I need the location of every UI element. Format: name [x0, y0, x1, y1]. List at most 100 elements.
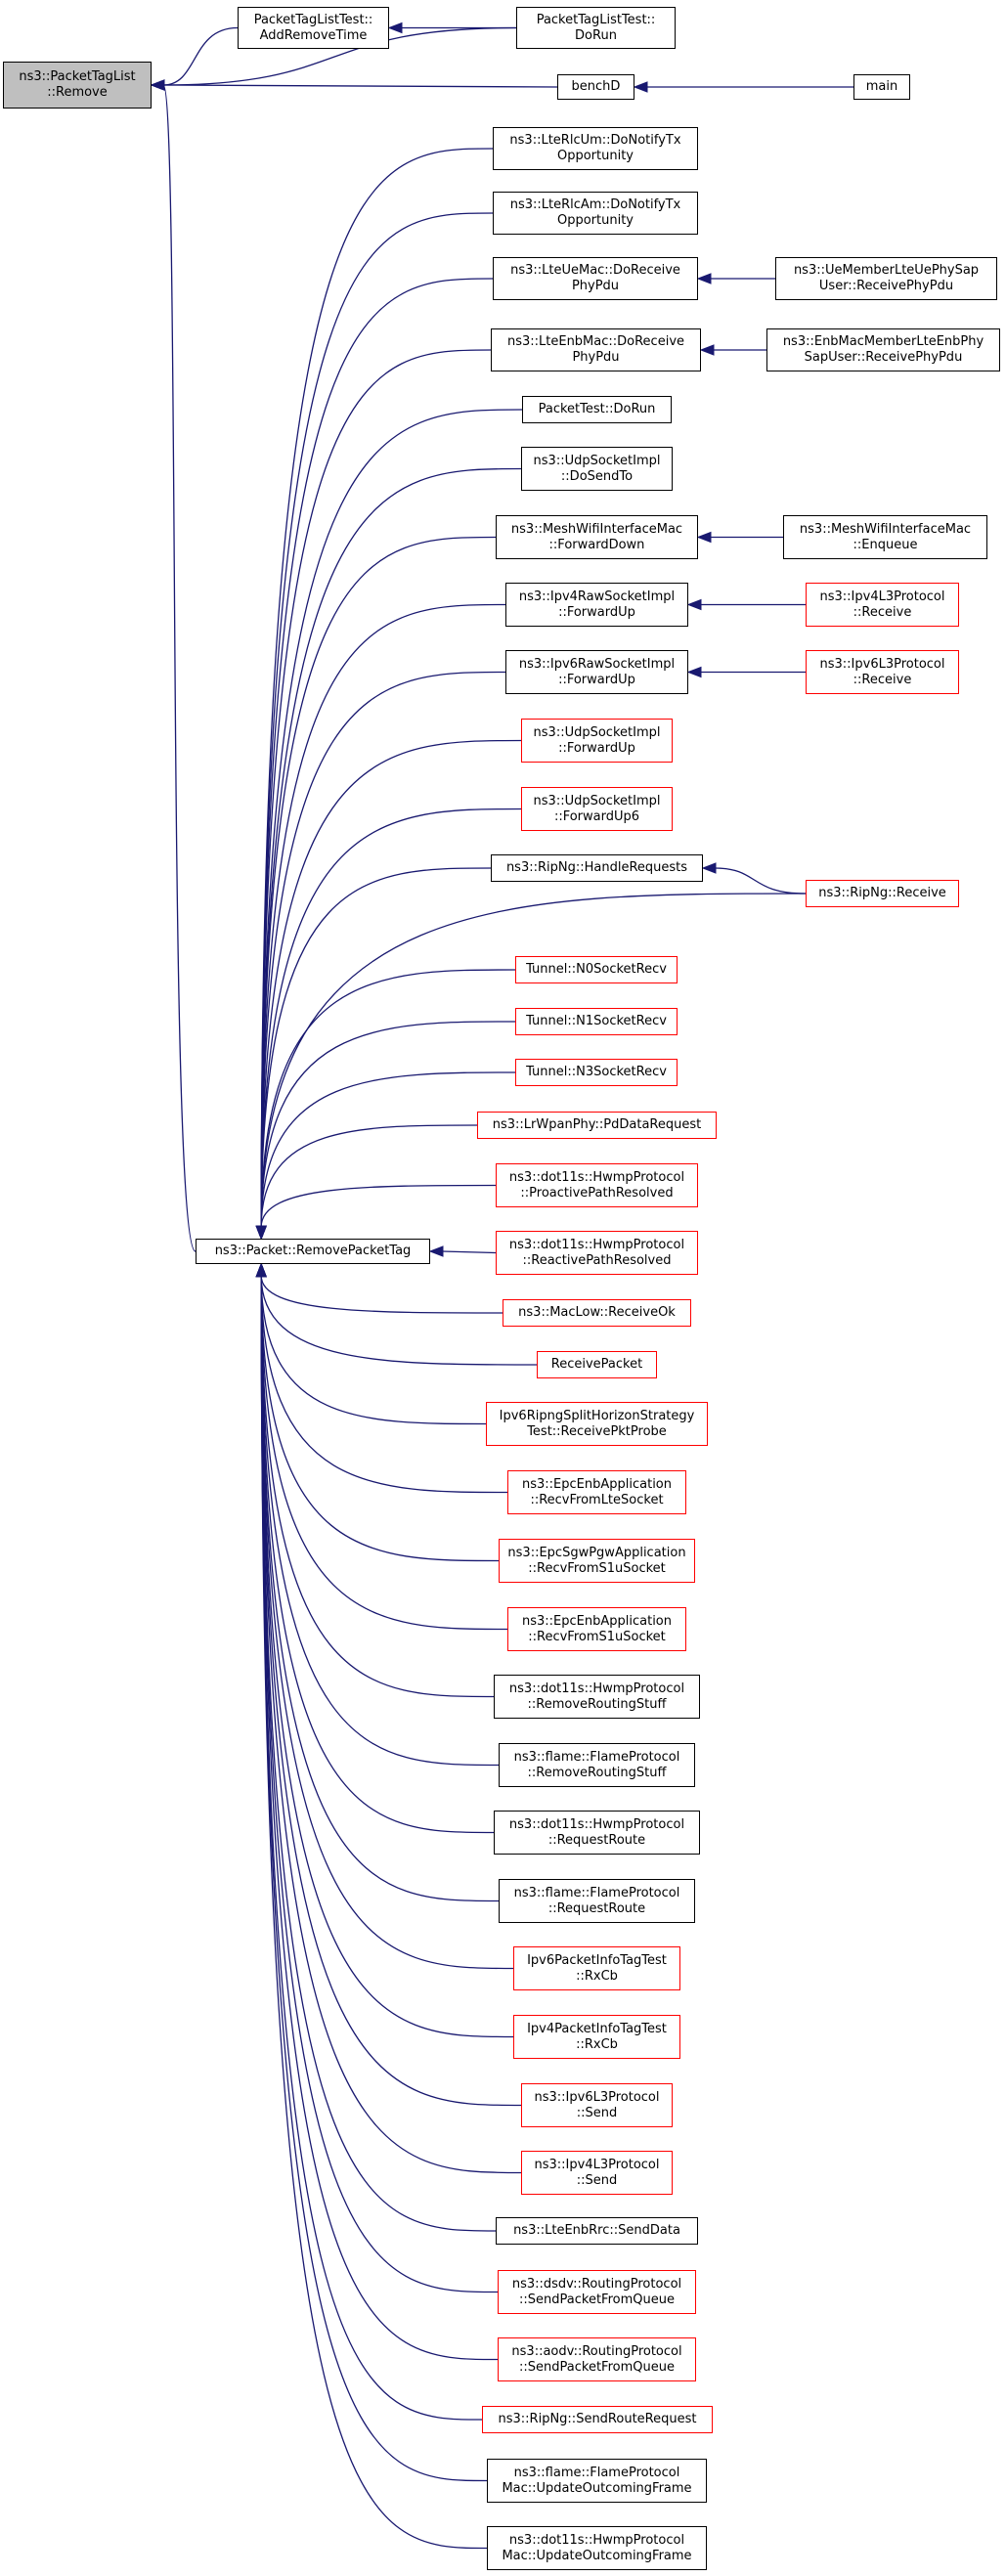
arrowhead-hwmpProactive-to-removePacketTag: [255, 1225, 267, 1241]
edge-ipv6RawFwd-to-removePacketTag: [260, 671, 506, 1228]
edge-enbRrc-to-removePacketTag: [260, 1275, 497, 2232]
node-aodv[interactable]: ns3::aodv::RoutingProtocol ::SendPacketF…: [498, 2337, 696, 2381]
edge-hwmpMac-to-removePacketTag: [260, 1275, 488, 2550]
node-ue-member[interactable]: ns3::UeMemberLteUePhySap User::ReceivePh…: [775, 257, 997, 300]
edge-removePacketTag-to-root: [162, 84, 197, 1252]
node-ripng-split[interactable]: Ipv6RipngSplitHorizonStrategy Test::Rece…: [486, 1402, 708, 1446]
edge-flameRequest-to-removePacketTag: [260, 1275, 500, 1902]
edge-epcEnbS1u-to-removePacketTag: [260, 1275, 508, 1631]
edge-enbMacRecv-to-removePacketTag: [260, 349, 492, 1228]
edge-macLow-to-removePacketTag: [260, 1275, 503, 1314]
node-tag-list-do-run[interactable]: PacketTagListTest:: DoRun: [516, 7, 676, 49]
node-udp-fwd-up6[interactable]: ns3::UdpSocketImpl ::ForwardUp6: [521, 787, 673, 831]
edge-meshForwardDown-to-removePacketTag: [260, 536, 497, 1228]
edge-ipv6Send-to-removePacketTag: [260, 1275, 522, 2107]
node-ipv4-raw-fwd[interactable]: ns3::Ipv4RawSocketImpl ::ForwardUp: [505, 583, 688, 627]
edge-tun1-to-removePacketTag: [260, 1021, 516, 1228]
node-ue-mac-recv[interactable]: ns3::LteUeMac::DoReceive PhyPdu: [493, 257, 698, 300]
edge-ipv4RawFwd-to-removePacketTag: [260, 603, 506, 1228]
edge-ripRecv-to-removePacketTag: [260, 893, 807, 1228]
edge-ipv6Info-to-removePacketTag: [260, 1275, 514, 1970]
arrowhead-tagListDoRun-to-addRemoveTime: [387, 22, 403, 34]
node-ipv6-l3-recv[interactable]: ns3::Ipv6L3Protocol ::Receive: [806, 650, 959, 694]
node-rip-send-route[interactable]: ns3::RipNg::SendRouteRequest: [482, 2406, 713, 2433]
edge-ripngSplit-to-removePacketTag: [260, 1275, 487, 1425]
node-enb-rrc[interactable]: ns3::LteEnbRrc::SendData: [496, 2217, 698, 2245]
node-lrwpan[interactable]: ns3::LrWpanPhy::PdDataRequest: [477, 1112, 717, 1139]
node-dsdv[interactable]: ns3::dsdv::RoutingProtocol ::SendPacketF…: [498, 2270, 696, 2314]
node-rip-receive[interactable]: ns3::RipNg::Receive: [806, 880, 959, 907]
edge-aodv-to-removePacketTag: [260, 1275, 499, 2361]
node-hwmp-reactive[interactable]: ns3::dot11s::HwmpProtocol ::ReactivePath…: [496, 1231, 698, 1275]
arrowhead-main-to-benchD: [633, 81, 648, 93]
arrowhead-ueMember-to-ueMacRecv: [696, 273, 712, 284]
edge-tun3-to-removePacketTag: [260, 1071, 516, 1228]
edge-packetTestDoRun-to-removePacketTag: [260, 409, 523, 1228]
edge-ipv4Send-to-removePacketTag: [260, 1275, 522, 2174]
node-enb-mac-recv[interactable]: ns3::LteEnbMac::DoReceive PhyPdu: [491, 328, 701, 371]
node-root: ns3::PacketTagList ::Remove: [3, 62, 152, 109]
node-hwmp-proactive[interactable]: ns3::dot11s::HwmpProtocol ::ProactivePat…: [496, 1163, 698, 1207]
arrowhead-removePacketTag-to-root: [150, 79, 165, 91]
arrowhead-meshEnqueue-to-meshForwardDown: [696, 531, 712, 544]
node-ipv4-send[interactable]: ns3::Ipv4L3Protocol ::Send: [521, 2151, 673, 2195]
edge-ripHandle-to-removePacketTag: [260, 867, 492, 1228]
node-ipv4-info[interactable]: Ipv4PacketInfoTagTest ::RxCb: [513, 2015, 680, 2059]
node-rip-handle-requests[interactable]: ns3::RipNg::HandleRequests: [491, 854, 703, 882]
node-flame-remove[interactable]: ns3::flame::FlameProtocol ::RemoveRoutin…: [499, 1743, 695, 1787]
edge-flameRemove-to-removePacketTag: [260, 1275, 500, 1767]
edge-hwmpRequest-to-removePacketTag: [260, 1275, 495, 1834]
node-epc-enb-s1u[interactable]: ns3::EpcEnbApplication ::RecvFromS1uSock…: [507, 1607, 686, 1651]
edge-flameMac-to-removePacketTag: [260, 1275, 488, 2482]
node-remove-packet-tag[interactable]: ns3::Packet::RemovePacketTag: [196, 1239, 430, 1264]
edge-udpFwdUp-to-removePacketTag: [260, 739, 522, 1228]
node-hwmp-remove[interactable]: ns3::dot11s::HwmpProtocol ::RemoveRoutin…: [494, 1675, 700, 1719]
node-hwmp-mac[interactable]: ns3::dot11s::HwmpProtocol Mac::UpdateOut…: [487, 2526, 707, 2570]
node-ipv6-info[interactable]: Ipv6PacketInfoTagTest ::RxCb: [513, 1946, 680, 1990]
node-ipv4-l3-recv[interactable]: ns3::Ipv4L3Protocol ::Receive: [806, 583, 959, 627]
node-tunnel-n3[interactable]: Tunnel::N3SocketRecv: [515, 1059, 678, 1086]
edge-hwmpReactive-to-removePacketTag: [441, 1250, 497, 1254]
node-mesh-forward-down[interactable]: ns3::MeshWifiInterfaceMac ::ForwardDown: [496, 515, 698, 559]
node-flame-request[interactable]: ns3::flame::FlameProtocol ::RequestRoute: [499, 1879, 695, 1923]
arrowhead-enbMember-to-enbMacRecv: [699, 344, 715, 356]
node-mesh-enqueue[interactable]: ns3::MeshWifiInterfaceMac ::Enqueue: [783, 515, 987, 559]
node-mac-low[interactable]: ns3::MacLow::ReceiveOk: [503, 1299, 691, 1327]
node-rlc-um[interactable]: ns3::LteRlcUm::DoNotifyTx Opportunity: [493, 127, 698, 170]
edge-ripRecv-to-ripHandle: [714, 867, 807, 895]
edge-tagListDoRun-to-root: [162, 26, 517, 86]
edge-ipv4Info-to-removePacketTag: [260, 1275, 514, 2038]
edge-lrwpan-to-removePacketTag: [260, 1124, 478, 1228]
node-bench-d[interactable]: benchD: [557, 74, 634, 100]
node-tunnel-n1[interactable]: Tunnel::N1SocketRecv: [515, 1008, 678, 1035]
node-add-remove-time[interactable]: PacketTagListTest:: AddRemoveTime: [238, 7, 389, 49]
edge-udpFwdUp6-to-removePacketTag: [260, 808, 522, 1228]
node-tunnel-n0[interactable]: Tunnel::N0SocketRecv: [515, 956, 678, 983]
node-packet-test-do-run[interactable]: PacketTest::DoRun: [522, 396, 672, 423]
node-rlc-am[interactable]: ns3::LteRlcAm::DoNotifyTx Opportunity: [493, 192, 698, 235]
node-udp-fwd-up[interactable]: ns3::UdpSocketImpl ::ForwardUp: [521, 719, 673, 763]
node-flame-mac[interactable]: ns3::flame::FlameProtocol Mac::UpdateOut…: [487, 2459, 707, 2503]
node-hwmp-request[interactable]: ns3::dot11s::HwmpProtocol ::RequestRoute: [494, 1811, 700, 1855]
arrowhead-ipv4L3Recv-to-ipv4RawFwd: [686, 598, 702, 611]
edge-receivePacket-to-removePacketTag: [260, 1275, 538, 1366]
edge-epcEnbLte-to-removePacketTag: [260, 1275, 508, 1494]
arrowhead-hwmpReactive-to-removePacketTag: [428, 1245, 444, 1257]
arrowhead-ipv6L3Recv-to-ipv6RawFwd: [686, 666, 702, 678]
node-ipv6-raw-fwd[interactable]: ns3::Ipv6RawSocketImpl ::ForwardUp: [505, 650, 688, 694]
edge-ueMacRecv-to-removePacketTag: [260, 278, 494, 1228]
node-udp-do-send-to[interactable]: ns3::UdpSocketImpl ::DoSendTo: [521, 447, 673, 491]
node-enb-member[interactable]: ns3::EnbMacMemberLteEnbPhy SapUser::Rece…: [766, 328, 1000, 371]
node-epc-sgw[interactable]: ns3::EpcSgwPgwApplication ::RecvFromS1uS…: [499, 1539, 695, 1583]
edge-udpDoSendTo-to-removePacketTag: [260, 467, 522, 1228]
node-main[interactable]: main: [853, 74, 910, 100]
node-receive-packet[interactable]: ReceivePacket: [537, 1351, 657, 1378]
node-epc-enb-lte[interactable]: ns3::EpcEnbApplication ::RecvFromLteSock…: [507, 1470, 686, 1514]
node-ipv6-send[interactable]: ns3::Ipv6L3Protocol ::Send: [521, 2083, 673, 2127]
edge-rlcAm-to-removePacketTag: [260, 212, 494, 1228]
edge-benchD-to-root: [162, 84, 558, 88]
edge-epcSgw-to-removePacketTag: [260, 1275, 500, 1562]
arrowhead-hwmpMac-to-removePacketTag: [255, 1262, 267, 1278]
edge-tun0-to-removePacketTag: [260, 969, 516, 1228]
